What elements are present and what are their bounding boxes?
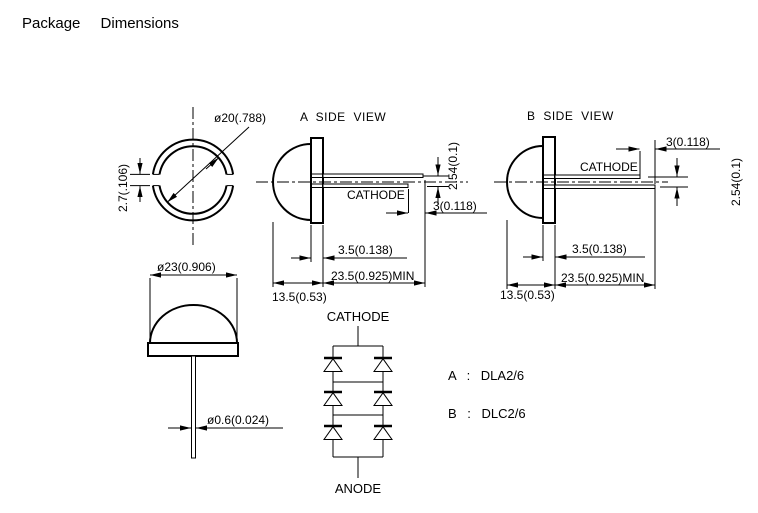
lead-pitch-label: 2.54(0.1): [446, 142, 460, 190]
dim-body-height: 13.5(0.53): [500, 189, 656, 302]
diode: [323, 356, 343, 372]
lead-pitch-label: 2.54(0.1): [729, 158, 743, 206]
cathode-label: CATHODE: [580, 160, 638, 174]
slot-width-label: 2.7(.106): [116, 164, 130, 212]
dim-lead-pitch: 2.54(0.1): [648, 158, 743, 206]
dome-diameter-label: ø20(.788): [214, 111, 266, 125]
side-view-b-title: B SIDE VIEW: [527, 109, 614, 123]
cathode-callout: CATHODE: [347, 188, 409, 213]
flange: [310, 137, 324, 224]
diode: [373, 390, 393, 406]
lead-length-label: 23.5(0.925)MIN: [561, 271, 644, 285]
side-view-a: A SIDE VIEW CATHODE 2.54(0.1) 3(0.118): [256, 110, 487, 304]
dim-lead-pitch: 2.54(0.1): [423, 142, 460, 205]
lead-length-label: 23.5(0.925)MIN: [331, 269, 414, 283]
dim-body-height: 13.5(0.53): [272, 222, 327, 304]
dim-slot-width: 2.7(.106): [116, 158, 150, 212]
lead-diff-label: 3(0.118): [666, 135, 710, 149]
flange: [147, 342, 239, 357]
diode: [323, 390, 343, 406]
dome-profile: [506, 145, 544, 219]
schematic-anode-label: ANODE: [335, 481, 382, 496]
lead: [191, 355, 196, 459]
side-view-a-title: A SIDE VIEW: [300, 110, 386, 124]
anode-lead: [554, 184, 656, 189]
front-view: ø23(0.906) ø0.6(0.024): [147, 260, 283, 459]
page-title: Package Dimensions: [22, 15, 179, 32]
lead-diameter-label: ø0.6(0.024): [207, 413, 269, 427]
diode: [323, 424, 343, 440]
lead-diff-label: 3(0.118): [433, 199, 477, 213]
flange: [542, 136, 556, 224]
cathode-lead: [554, 174, 641, 179]
flange-diameter-label: ø23(0.906): [157, 260, 216, 274]
legend: A : DLA2/6 B : DLC2/6: [448, 368, 526, 421]
dome-profile: [149, 304, 238, 344]
legend-entry-b: B : DLC2/6: [448, 406, 526, 421]
legend-entry-a: A : DLA2/6: [448, 368, 524, 383]
dim-lead-length: 23.5(0.925)MIN: [555, 271, 655, 288]
dim-lead-diff: 3(0.118): [616, 135, 720, 184]
side-view-b: B SIDE VIEW CATHODE 3(0.118) 2.54(0.1): [494, 109, 743, 302]
cathode-callout: CATHODE: [580, 160, 638, 174]
anode-lead: [322, 173, 424, 178]
dim-flange-thickness: 3.5(0.138): [523, 225, 645, 261]
dim-lead-diameter: ø0.6(0.024): [168, 413, 283, 431]
schematic: CATHODE: [323, 309, 393, 496]
diode: [373, 424, 393, 440]
schematic-cathode-label: CATHODE: [327, 309, 390, 324]
cathode-label: CATHODE: [347, 188, 405, 202]
dim-lead-diff: 3(0.118): [386, 180, 487, 287]
dome-circle-arc-top: [158, 145, 228, 175]
flange-thickness-label: 3.5(0.138): [572, 242, 627, 256]
dim-dome-diameter: ø20(.788): [166, 111, 266, 203]
flange-thickness-label: 3.5(0.138): [338, 243, 393, 257]
cathode-lead: [322, 183, 409, 188]
dim-flange-thickness: 3.5(0.138): [291, 225, 407, 262]
body-height-label: 13.5(0.53): [500, 288, 555, 302]
dim-lead-length: 23.5(0.925)MIN: [323, 269, 425, 286]
dim-flange-diameter: ø23(0.906): [149, 260, 238, 341]
top-view: ø20(.788) 2.7(.106): [116, 107, 266, 246]
body-height-label: 13.5(0.53): [272, 290, 327, 304]
diode: [373, 356, 393, 372]
